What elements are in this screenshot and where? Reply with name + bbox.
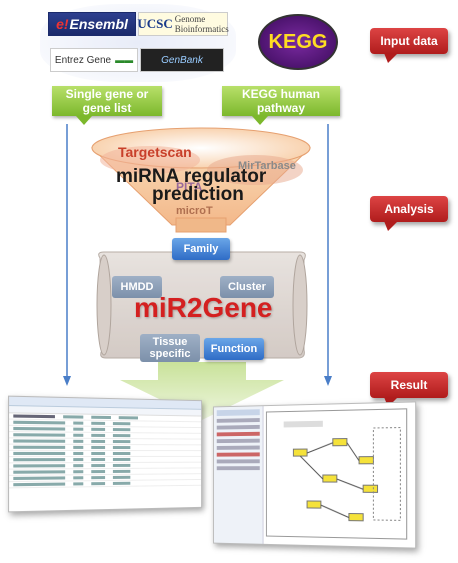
left-arrowhead xyxy=(63,376,71,386)
result-table-screenshot xyxy=(8,396,202,513)
mir2gene-title: miR2Gene xyxy=(134,292,273,324)
family-box: Family xyxy=(172,238,230,260)
right-arrowhead xyxy=(324,376,332,386)
result-pathway-screenshot xyxy=(213,401,416,548)
funnel-targetscan: Targetscan xyxy=(118,144,192,160)
funnel-prediction-text: prediction xyxy=(152,184,244,206)
funnel-spout xyxy=(176,218,226,232)
scroll-roll-right xyxy=(293,255,307,355)
tissue-specific-box: Tissuespecific xyxy=(140,334,200,362)
scroll-roll-left xyxy=(97,255,111,355)
function-box: Function xyxy=(204,338,264,360)
pathway-diagram-mock xyxy=(265,407,411,544)
funnel-microt: microT xyxy=(176,205,213,217)
